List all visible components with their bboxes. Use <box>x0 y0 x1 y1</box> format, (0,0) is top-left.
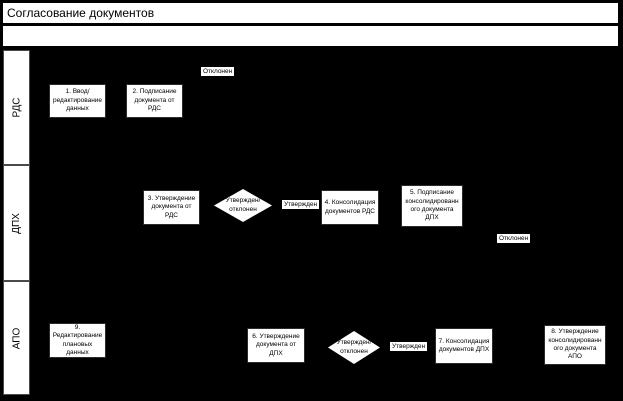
lane-header-rds: РДС <box>3 50 30 165</box>
edge-label-approved-2: Утвержден <box>390 342 428 352</box>
lane-label-dph: ДПХ <box>10 212 22 234</box>
step-3-box: 3. Утверждение документа от РДС <box>143 190 200 225</box>
diagram-title-bar: Согласование документов <box>2 2 619 24</box>
step-9-box: 9. Редактирование плановых данных <box>49 323 106 358</box>
step-8-box: 8. Утверждение консолидированн ого докум… <box>544 325 606 365</box>
decision-1-diamond: Утвержден/ отклонен <box>214 189 272 222</box>
edge-label-approved-1: Утвержден <box>282 200 320 210</box>
lane-header-dph: ДПХ <box>3 165 30 281</box>
edge-label-rejected-2: Отклонен <box>497 234 531 244</box>
step-5-box: 5. Подписание консолидированн ого докуме… <box>401 185 463 227</box>
step-7-box: 7. Консолидация документов ДПХ <box>435 328 493 364</box>
step-4-box: 4. Консолидация документов РДС <box>321 190 379 225</box>
diagram-title: Согласование документов <box>7 6 155 20</box>
diagram-subtitle-bar <box>2 25 619 47</box>
decision-2-diamond: Утвержден/ отклонен <box>328 331 380 364</box>
step-2-box: 2. Подписание документа от РДС <box>126 84 183 118</box>
edge-label-rejected-1: Отклонен <box>201 67 235 77</box>
lane-label-apo: АПО <box>11 327 22 349</box>
lane-label-rds: РДС <box>11 97 22 118</box>
lane-header-apo: АПО <box>3 281 30 395</box>
step-1-box: 1. Ввод/ редактирование данных <box>49 84 106 118</box>
step-6-box: 6. Утверждение документа от ДПХ <box>247 328 305 363</box>
